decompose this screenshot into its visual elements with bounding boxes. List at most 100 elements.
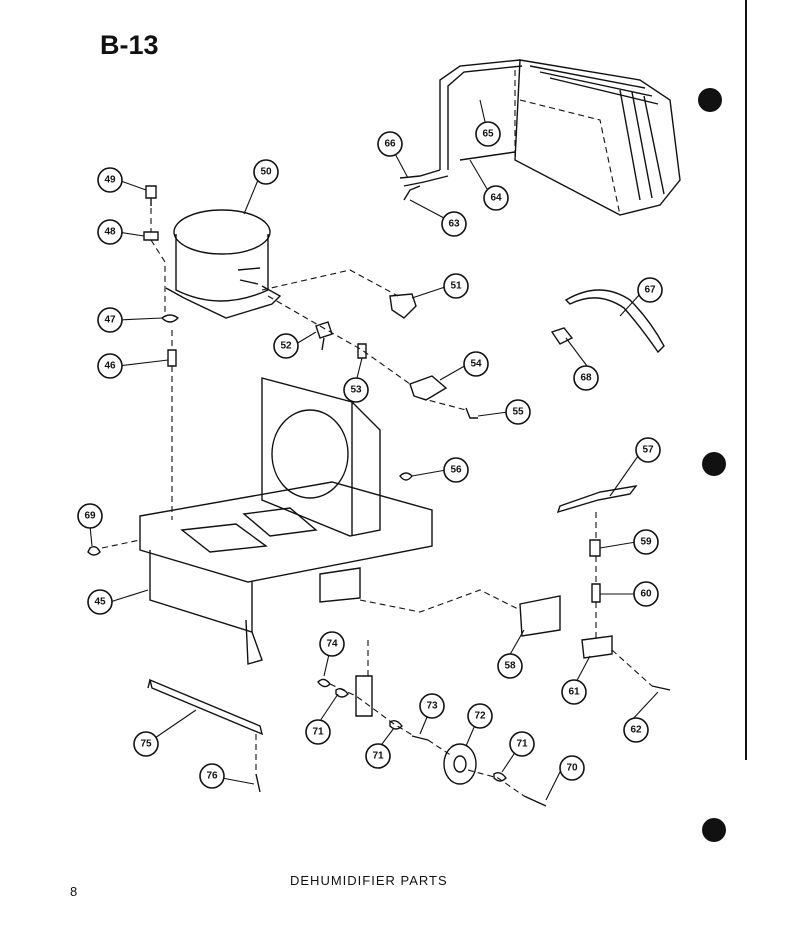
- page-title: B-13: [100, 30, 159, 60]
- clip-53: [357, 343, 367, 359]
- callout-label: 45: [94, 597, 106, 608]
- pulley-72: [443, 743, 477, 785]
- callout-label: 65: [482, 129, 494, 140]
- callout-58: 58: [497, 653, 523, 679]
- clip-55: [465, 407, 478, 419]
- pin-73: [411, 735, 429, 741]
- callout-71: 71: [305, 719, 331, 745]
- callout-67: 67: [637, 277, 663, 303]
- bolt-70: [523, 795, 547, 807]
- refrigerant-tubing: [399, 59, 523, 201]
- bracket-58: [519, 595, 561, 637]
- callout-label: 62: [630, 725, 642, 736]
- callout-66: 66: [377, 131, 403, 157]
- callout-72: 72: [467, 703, 493, 729]
- callout-label: 46: [104, 361, 116, 372]
- callout-label: 55: [512, 407, 524, 418]
- callout-48: 48: [97, 219, 123, 245]
- rail-75: [147, 678, 264, 736]
- grommet-48: [143, 231, 159, 241]
- grommet-56: [399, 472, 413, 481]
- callout-57: 57: [635, 437, 661, 463]
- callout-60: 60: [633, 581, 659, 607]
- sleeve-46: [167, 349, 177, 367]
- callout-56: 56: [443, 457, 469, 483]
- callout-label: 51: [450, 281, 462, 292]
- callout-61: 61: [561, 679, 587, 705]
- callout-47: 47: [97, 307, 123, 333]
- washer-47: [160, 314, 180, 323]
- callout-label: 53: [350, 385, 362, 396]
- callout-76: 76: [199, 763, 225, 789]
- callout-label: 56: [450, 465, 462, 476]
- callout-label: 49: [104, 175, 116, 186]
- callout-label: 50: [260, 167, 272, 178]
- callout-label: 61: [568, 687, 580, 698]
- spring-60: [591, 583, 601, 603]
- assembly-lines: [101, 208, 653, 797]
- clamp-68: [550, 327, 574, 345]
- strap-57: [556, 485, 638, 514]
- callout-62: 62: [623, 717, 649, 743]
- callout-label: 71: [312, 727, 324, 738]
- callout-label: 48: [104, 227, 116, 238]
- callout-49: 49: [97, 167, 123, 193]
- callout-71: 71: [365, 743, 391, 769]
- callout-68: 68: [573, 365, 599, 391]
- relay-51: [389, 293, 417, 319]
- callout-53: 53: [343, 377, 369, 403]
- evaporator-coil: [514, 59, 681, 216]
- callout-64: 64: [483, 185, 509, 211]
- callout-54: 54: [463, 351, 489, 377]
- callout-label: 64: [490, 193, 502, 204]
- screw-76: [255, 773, 261, 793]
- callout-label: 71: [372, 751, 384, 762]
- callout-label: 68: [580, 373, 592, 384]
- callout-46: 46: [97, 353, 123, 379]
- base-frame: [139, 377, 433, 665]
- callout-label: 47: [104, 315, 116, 326]
- callout-73: 73: [419, 693, 445, 719]
- callout-label: 74: [326, 639, 338, 650]
- callout-label: 72: [474, 711, 486, 722]
- screw-62: [651, 685, 671, 691]
- callout-71: 71: [509, 731, 535, 757]
- mount-bracket: [355, 675, 373, 717]
- callout-label: 71: [516, 739, 528, 750]
- callout-label: 60: [640, 589, 652, 600]
- callout-59: 59: [633, 529, 659, 555]
- callout-label: 73: [426, 701, 438, 712]
- callout-63: 63: [441, 211, 467, 237]
- cover-54: [409, 375, 448, 401]
- callout-label: 57: [642, 445, 654, 456]
- overload-52: [315, 321, 333, 351]
- nut-74: [317, 678, 331, 688]
- nut-69: [87, 545, 101, 556]
- page-number: 8: [70, 884, 78, 899]
- punch-hole-middle: [702, 452, 726, 476]
- callout-label: 52: [280, 341, 292, 352]
- callout-55: 55: [505, 399, 531, 425]
- callout-label: 58: [504, 661, 516, 672]
- bolt-49: [145, 185, 157, 206]
- callout-label: 76: [206, 771, 218, 782]
- callout-label: 69: [84, 511, 96, 522]
- callout-74: 74: [319, 631, 345, 657]
- callout-label: 70: [566, 763, 578, 774]
- callout-label: 63: [448, 219, 460, 230]
- drain-tube-67: [564, 289, 665, 354]
- callout-51: 51: [443, 273, 469, 299]
- callout-70: 70: [559, 755, 585, 781]
- callout-label: 54: [470, 359, 482, 370]
- punch-hole-bottom: [702, 818, 726, 842]
- washer-71b: [389, 719, 403, 730]
- compressor: [165, 209, 282, 319]
- callout-69: 69: [77, 503, 103, 529]
- callout-65: 65: [475, 121, 501, 147]
- callout-label: 59: [640, 537, 652, 548]
- callout-label: 66: [384, 139, 396, 150]
- page-caption: DEHUMIDIFIER PARTS: [290, 873, 448, 888]
- screw-59: [589, 539, 601, 557]
- bracket-61: [581, 635, 613, 659]
